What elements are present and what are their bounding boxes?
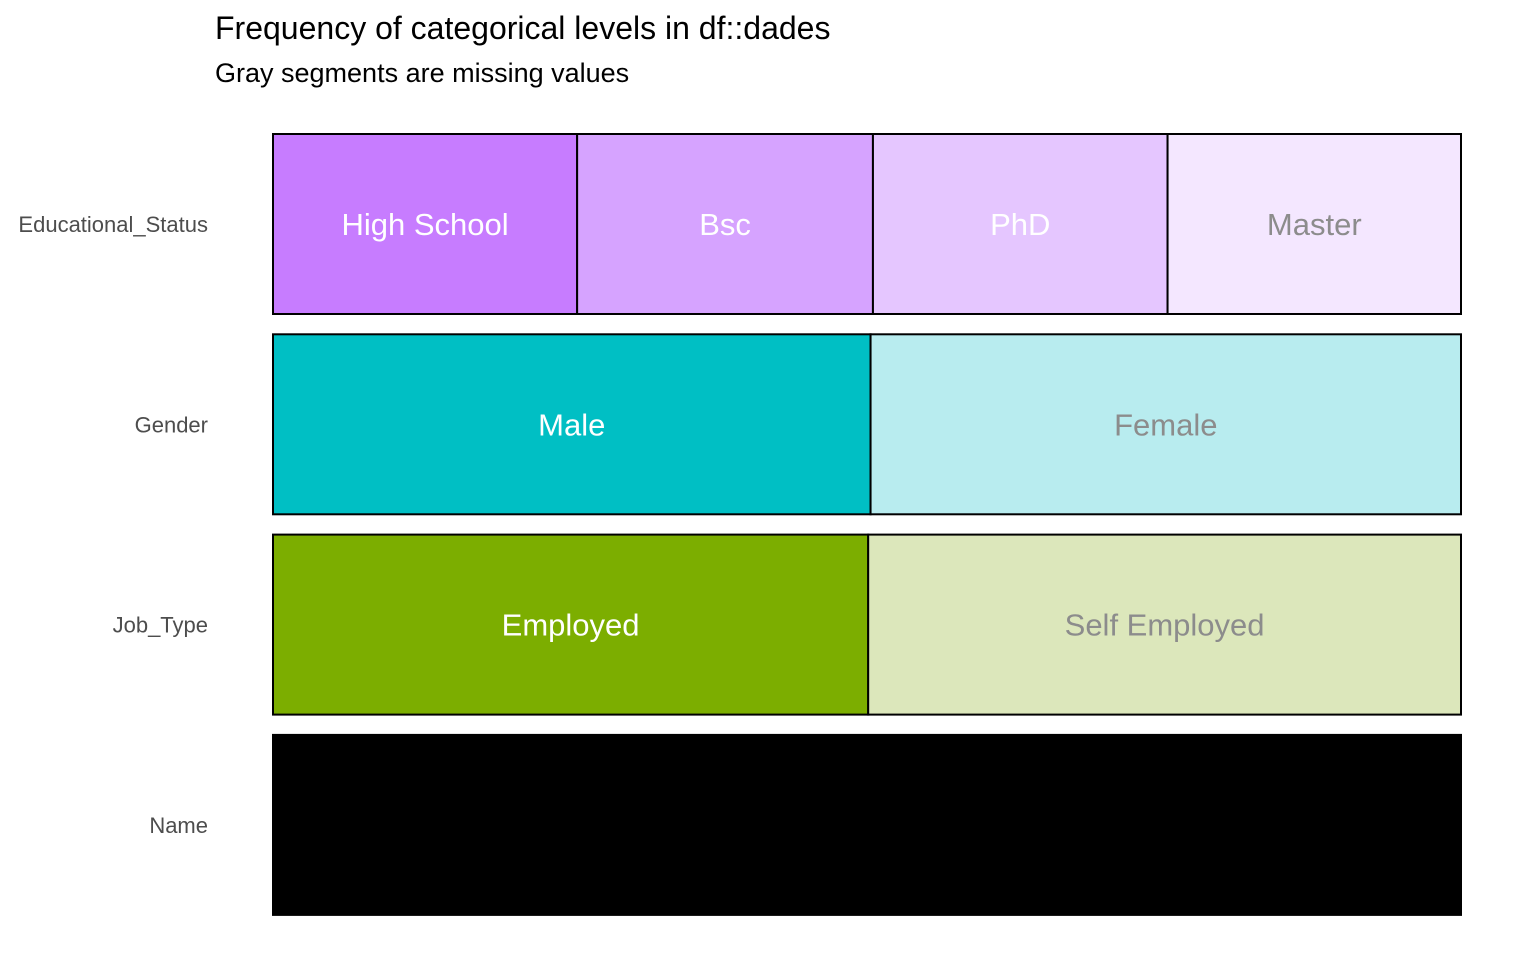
row-label: Job_Type [113, 613, 208, 638]
bar-segment [272, 533, 870, 716]
bar-segment [1166, 133, 1462, 315]
chart-title: Frequency of categorical levels in df::d… [215, 10, 831, 46]
row-label: Name [149, 813, 208, 838]
segment-label: PhD [990, 207, 1050, 242]
bar-segment [272, 333, 872, 516]
segment-label: Master [1267, 207, 1362, 242]
row-label: Educational_Status [18, 212, 208, 237]
segment-label: High School [341, 207, 508, 242]
bar-segment [272, 733, 1462, 916]
segment-label: Female [1114, 407, 1217, 442]
row-label: Gender [135, 412, 208, 437]
segment-label: Male [538, 407, 605, 442]
chart-subtitle: Gray segments are missing values [215, 58, 630, 88]
segment-label: Self Employed [1065, 608, 1265, 643]
bar-segment [272, 133, 579, 315]
bar-segment [869, 333, 1462, 516]
segment-label: Bsc [699, 207, 751, 242]
bar-segment [871, 133, 1169, 315]
segment-label: Employed [502, 608, 640, 643]
bar-segment [867, 533, 1462, 716]
